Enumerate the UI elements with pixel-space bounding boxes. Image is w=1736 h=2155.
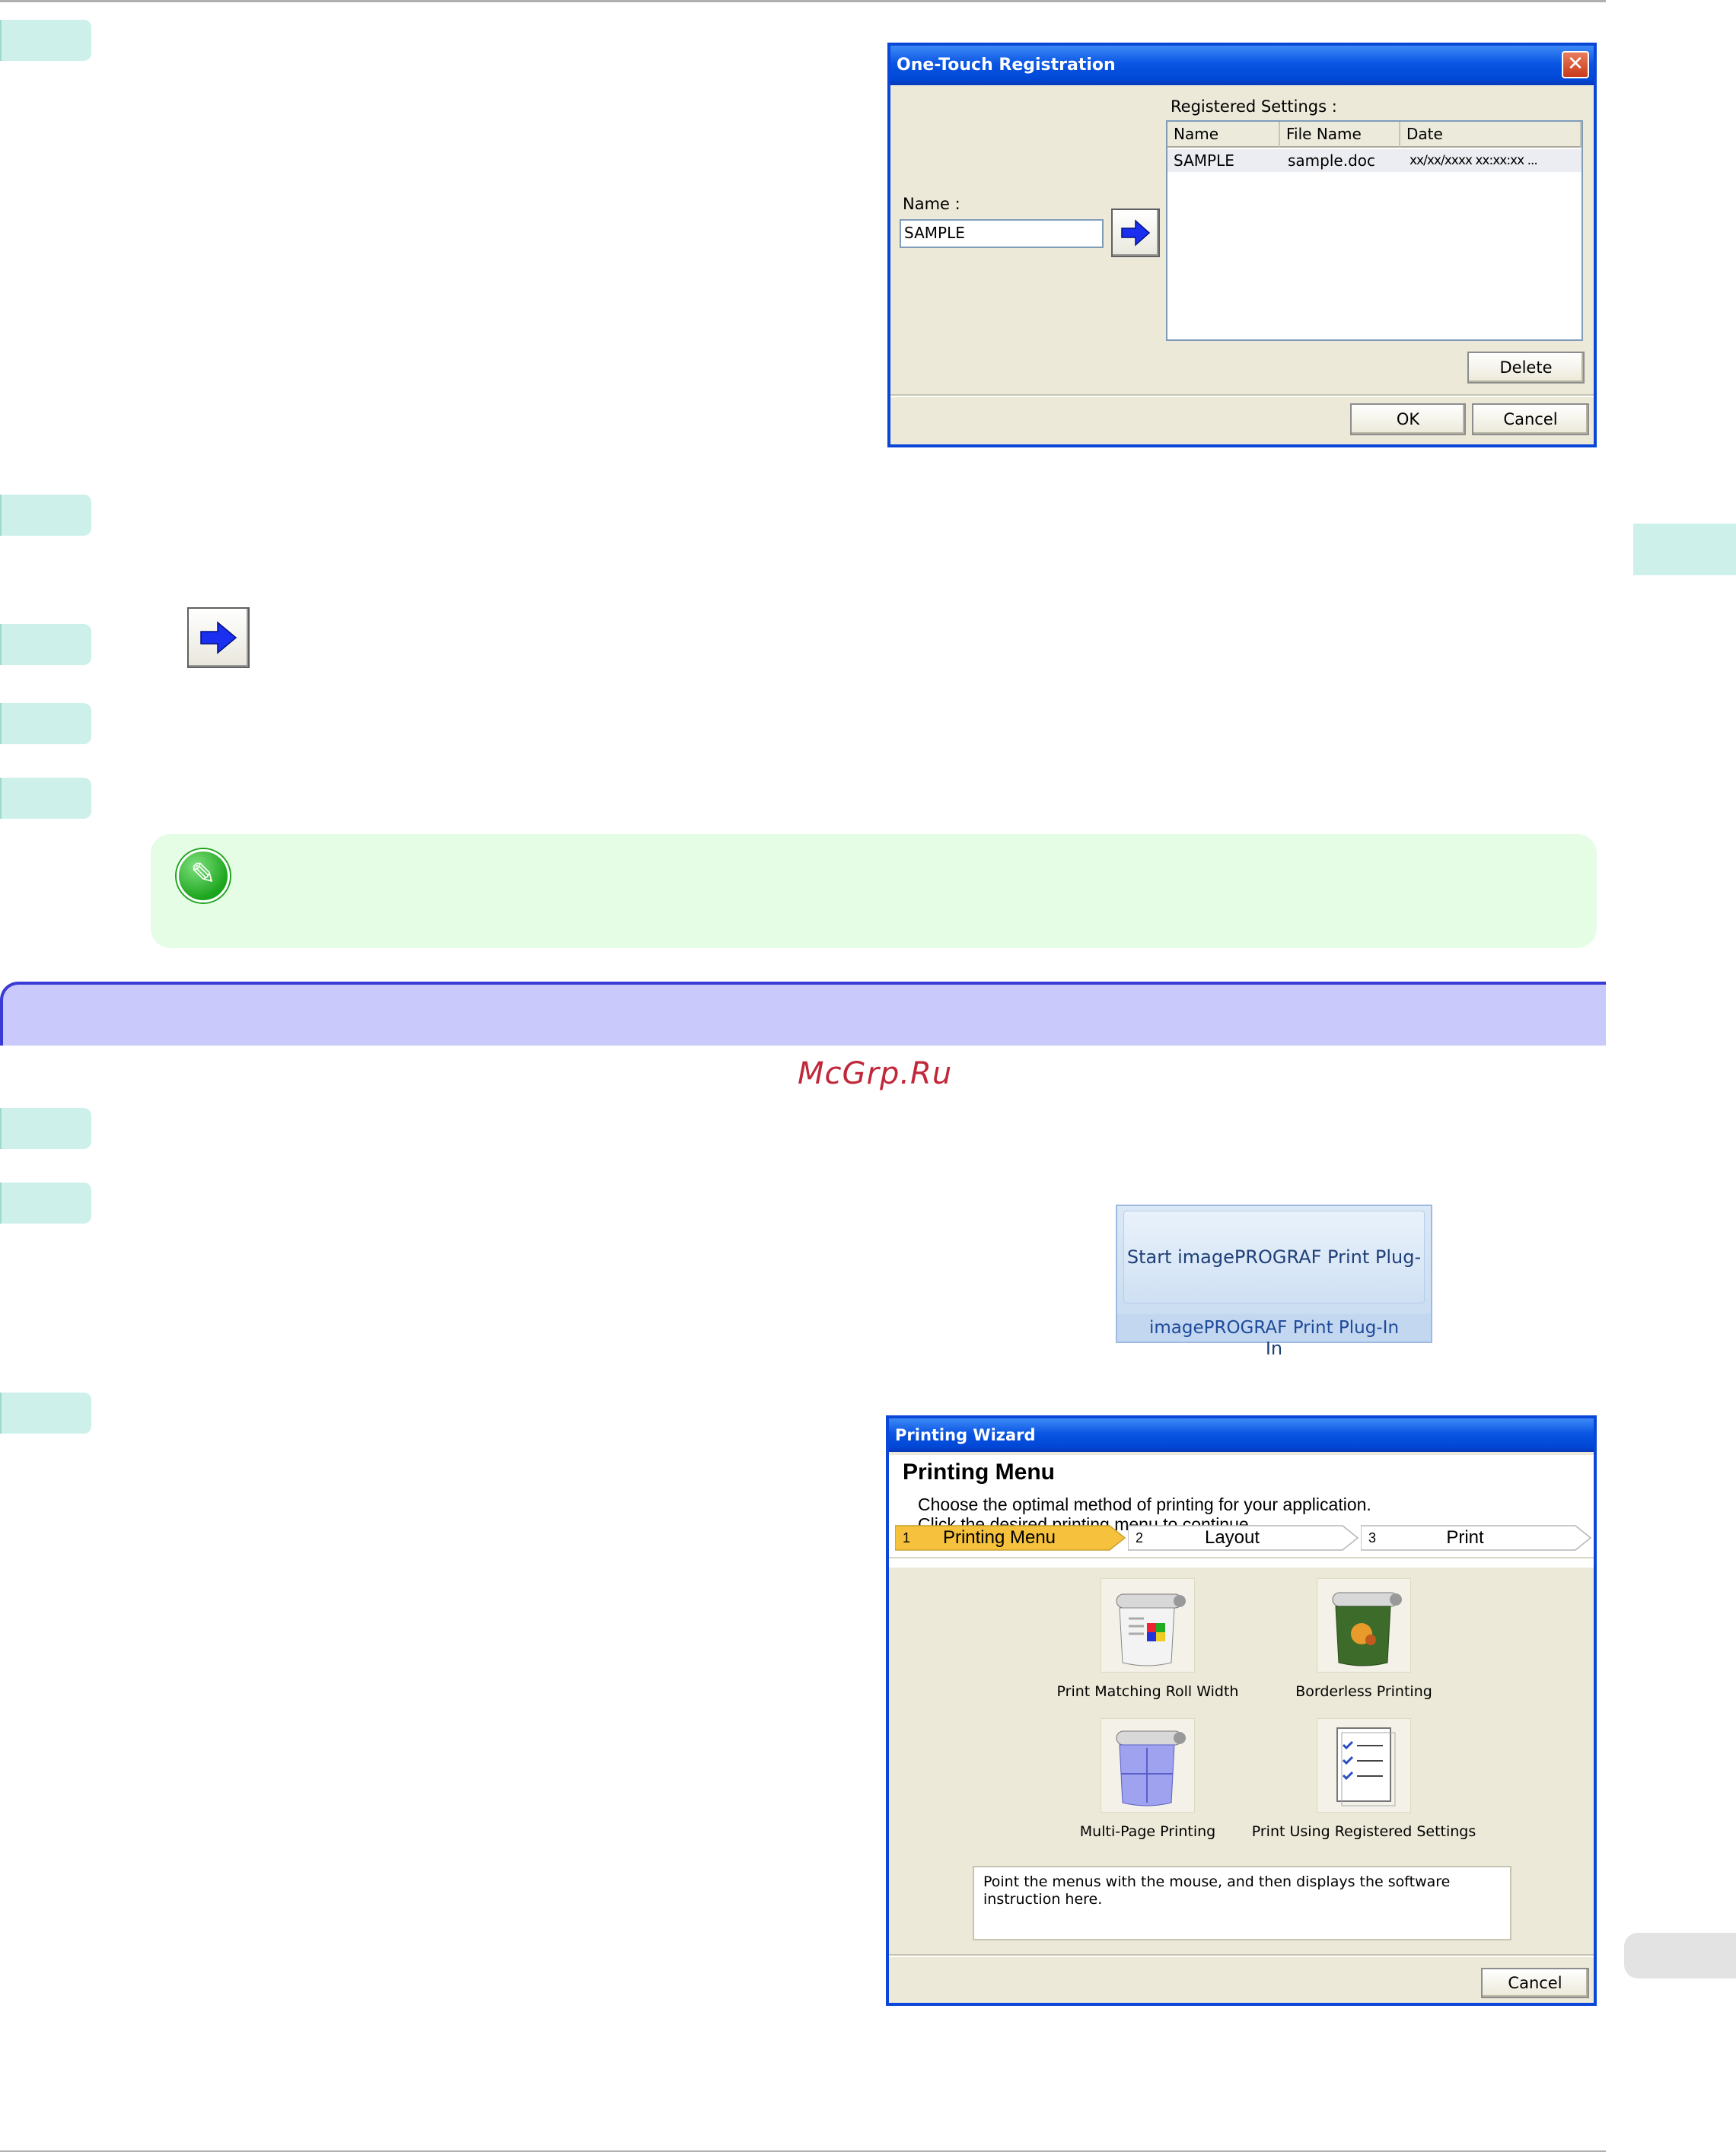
top-rule — [0, 0, 1606, 2]
roll-width-icon — [1101, 1578, 1195, 1673]
step-label: Printing Menu — [942, 1527, 1056, 1548]
close-icon[interactable]: ✕ — [1562, 51, 1589, 78]
step-layout[interactable]: 2 Layout — [1128, 1525, 1359, 1551]
step-tab — [0, 778, 91, 819]
step-shape — [1361, 1525, 1592, 1551]
step-tab — [0, 1393, 91, 1434]
dialog-title-bar: One-Touch Registration ✕ — [890, 46, 1594, 85]
header-separator — [889, 1557, 1594, 1560]
step-tab — [0, 495, 91, 536]
wizard-title: Printing Wizard — [895, 1426, 1036, 1444]
tile-multi-page-printing[interactable]: Multi-Page Printing — [1041, 1718, 1254, 1855]
step-number: 1 — [903, 1530, 911, 1545]
start-plugin-button[interactable]: Start imagePROGRAF Print Plug-In — [1123, 1211, 1425, 1359]
multi-page-icon — [1101, 1718, 1195, 1813]
printing-wizard-dialog: Printing Wizard Printing Menu Choose the… — [886, 1415, 1597, 2006]
wizard-cancel-button[interactable]: Cancel — [1481, 1968, 1589, 1998]
page-number-tab — [1624, 1933, 1736, 1978]
wizard-subtitle-1: Choose the optimal method of printing fo… — [918, 1494, 1371, 1514]
dialog-title: One-Touch Registration — [897, 56, 1116, 75]
column-header-file-name[interactable]: File Name — [1280, 122, 1400, 148]
row-file-name: sample.doc — [1288, 151, 1375, 170]
step-tab — [0, 20, 91, 61]
registered-settings-label: Registered Settings : — [1171, 97, 1337, 116]
right-arrow-icon — [1121, 219, 1151, 247]
one-touch-registration-dialog: One-Touch Registration ✕ Name : SAMPLE R… — [887, 43, 1597, 447]
instruction-box: Point the menus with the mouse, and then… — [973, 1866, 1511, 1940]
step-tab — [0, 703, 91, 744]
note-box: ✎ — [151, 834, 1597, 948]
tile-borderless-printing[interactable]: Borderless Printing — [1257, 1578, 1470, 1715]
step-tab — [0, 1108, 91, 1149]
ribbon-group: Start imagePROGRAF Print Plug-In imagePR… — [1116, 1205, 1432, 1359]
step-label: Layout — [1204, 1527, 1260, 1548]
tile-label: Multi-Page Printing — [1079, 1823, 1216, 1840]
delete-button[interactable]: Delete — [1467, 352, 1585, 384]
step-number: 2 — [1136, 1530, 1144, 1545]
chapter-side-tab — [1633, 524, 1736, 575]
step-label: Print — [1446, 1527, 1484, 1548]
right-arrow-icon — [200, 621, 237, 654]
watermark: McGrp.Ru — [798, 1056, 953, 1091]
tile-label: Print Matching Roll Width — [1056, 1683, 1239, 1700]
row-date: xx/xx/xxxx xx:xx:xx ... — [1410, 153, 1538, 168]
cancel-button[interactable]: Cancel — [1472, 403, 1589, 435]
step-number: 3 — [1368, 1530, 1377, 1545]
bottom-rule — [0, 2150, 1606, 2152]
column-header-date[interactable]: Date — [1400, 122, 1582, 148]
tile-label: Print Using Registered Settings — [1251, 1823, 1476, 1840]
step-active-shape — [895, 1525, 1126, 1551]
name-input[interactable]: SAMPLE — [900, 219, 1104, 248]
name-label: Name : — [903, 195, 960, 213]
borderless-icon — [1317, 1578, 1411, 1673]
registered-settings-list[interactable]: Name File Name Date SAMPLE sample.doc xx… — [1166, 120, 1583, 341]
register-arrow-button-illustration[interactable] — [187, 607, 250, 668]
wizard-title-bar: Printing Wizard — [889, 1418, 1594, 1452]
pencil-icon: ✎ — [177, 849, 230, 902]
step-print[interactable]: 3 Print — [1361, 1525, 1592, 1551]
step-tab — [0, 624, 91, 665]
ribbon-group-label: imagePROGRAF Print Plug-In — [1117, 1314, 1431, 1342]
registered-settings-icon — [1317, 1718, 1411, 1813]
wizard-footer-separator — [889, 1954, 1594, 1957]
register-arrow-button[interactable] — [1111, 208, 1160, 257]
tile-print-using-registered-settings[interactable]: Print Using Registered Settings — [1234, 1718, 1493, 1855]
tile-label: Borderless Printing — [1295, 1683, 1432, 1700]
wizard-heading: Printing Menu — [903, 1459, 1055, 1485]
step-printing-menu[interactable]: 1 Printing Menu — [895, 1525, 1126, 1551]
step-shape — [1128, 1525, 1359, 1551]
tile-print-matching-roll-width[interactable]: Print Matching Roll Width — [1041, 1578, 1254, 1715]
dialog-separator — [890, 394, 1594, 397]
row-name: SAMPLE — [1174, 151, 1234, 170]
step-tab — [0, 1183, 91, 1224]
section-heading-bar — [0, 982, 1606, 1046]
column-header-name[interactable]: Name — [1167, 122, 1280, 148]
list-item[interactable]: SAMPLE sample.doc xx/xx/xxxx xx:xx:xx ..… — [1167, 149, 1582, 172]
ok-button[interactable]: OK — [1350, 403, 1466, 435]
